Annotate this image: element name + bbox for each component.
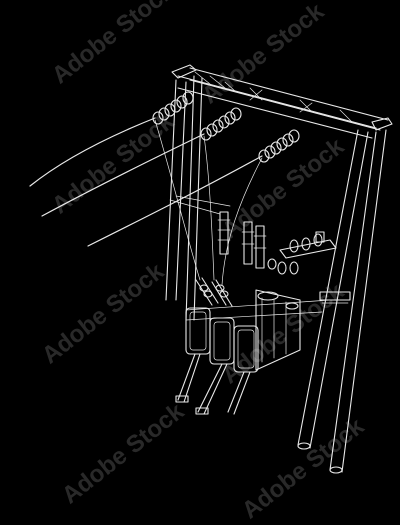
power-pole-drawing bbox=[29, 64, 393, 474]
crossarm-truss bbox=[171, 64, 393, 139]
hv-insulator-strings bbox=[195, 277, 233, 307]
transformer-bushings bbox=[217, 211, 267, 269]
transformer-tanks bbox=[185, 289, 301, 373]
right-pole bbox=[297, 129, 387, 474]
wireframe-illustration: Adobe Stock Adobe Stock Adobe Stock Adob… bbox=[29, 0, 393, 524]
low-voltage-bushings bbox=[267, 231, 337, 275]
support-legs bbox=[175, 353, 251, 415]
suspension-insulator-left bbox=[152, 91, 194, 125]
left-pole bbox=[165, 75, 203, 321]
suspension-insulator-middle bbox=[200, 107, 242, 141]
suspension-insulator-right bbox=[258, 129, 300, 163]
power-lines bbox=[29, 117, 263, 286]
pole-bracing bbox=[169, 195, 331, 321]
